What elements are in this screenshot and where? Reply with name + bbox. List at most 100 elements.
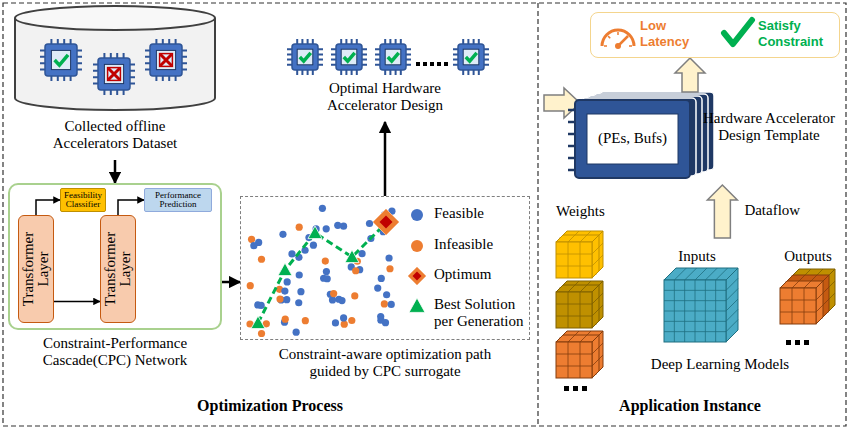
- model-tensors: [795, 340, 800, 345]
- result-icons: [604, 45, 607, 47]
- chip-icon: [55, 55, 68, 65]
- scatter-points: [246, 205, 395, 337]
- scatter-points: [288, 250, 295, 257]
- chip-stack: [568, 169, 575, 172]
- scatter-points: [319, 205, 326, 212]
- connector: [385, 122, 386, 196]
- chip-icon: [375, 39, 411, 75]
- optimization-path: [251, 209, 399, 329]
- chip-stack: [568, 92, 714, 178]
- connector: [222, 282, 240, 283]
- tensor-cube: [592, 359, 599, 366]
- scatter-points: [284, 278, 291, 285]
- legend-label: Feasible: [430, 205, 530, 222]
- chip-icon: [453, 39, 489, 75]
- chip-stack: [568, 145, 575, 148]
- scatter-points: [301, 247, 308, 254]
- tensor-cube: [568, 292, 569, 328]
- tensor-cube: [780, 281, 823, 324]
- scatter-points: [386, 265, 393, 272]
- scatter-points: [388, 301, 395, 308]
- tensor-cube: [556, 285, 599, 328]
- part-label: Outputs: [784, 248, 832, 265]
- part-label: Weights: [556, 203, 605, 220]
- chip-icon: [98, 58, 130, 90]
- chip-icon: [287, 39, 323, 75]
- model-tensors: [786, 340, 791, 345]
- database-cylinder: [15, 6, 215, 30]
- chip-icon: [331, 39, 367, 75]
- scatter-points: [352, 267, 359, 274]
- node-label: Satisfy Constraint: [758, 18, 838, 49]
- diagram-node: Constraint-aware optimization path guide…: [240, 196, 530, 385]
- result-icons: [608, 36, 610, 38]
- chip-icon: [466, 53, 477, 61]
- legend-label: Best Solution per Generation: [430, 296, 530, 329]
- tensor-cube: [592, 235, 599, 278]
- panel-border: [537, 3, 538, 426]
- scatter-points: [332, 319, 339, 326]
- block-arrow: [675, 58, 705, 92]
- tensor-cube: [556, 316, 592, 317]
- process-box: Transformer Layer: [100, 215, 136, 323]
- tensor-cube: [664, 331, 726, 332]
- node-label: Deep Learning Models: [640, 356, 800, 373]
- edge-label: Dataflow: [742, 202, 802, 219]
- legend-swatch: [413, 272, 422, 281]
- tensor-cube: [685, 268, 697, 280]
- scatter-points: [340, 314, 347, 321]
- tensor-cube: [568, 285, 575, 292]
- chip-icon: [380, 44, 406, 70]
- tensor-cube: [792, 288, 793, 324]
- tensor-cube: [580, 242, 581, 278]
- tensor-cube: [726, 289, 738, 301]
- scatter-points: [377, 313, 384, 320]
- part-label: Inputs: [678, 248, 716, 265]
- tensor-cube: [592, 285, 599, 328]
- chip-icon: [156, 50, 175, 69]
- scatter-points: [293, 329, 300, 336]
- chip-stack: [568, 157, 575, 160]
- tensor-cube: [726, 299, 738, 311]
- tensor-cube: [664, 268, 738, 342]
- scatter-points: [348, 317, 355, 324]
- legend-item: Infeasible: [406, 236, 530, 256]
- chip-icon: [385, 49, 401, 65]
- tensor-cube: [580, 285, 587, 292]
- chip-row: [416, 62, 420, 66]
- tensor-cube: [816, 281, 823, 324]
- connector: [36, 200, 60, 215]
- tensor-cube: [705, 268, 717, 280]
- panel-border: [3, 3, 846, 426]
- tensor-cube: [592, 335, 599, 378]
- scatter-points: [324, 275, 331, 282]
- scatter-points: [366, 220, 373, 227]
- connector: [118, 200, 144, 215]
- connector: [707, 185, 737, 238]
- scatter-points: [248, 236, 255, 243]
- scatter-points: [258, 302, 265, 309]
- tensor-cube: [592, 347, 599, 354]
- legend-label: Infeasible: [430, 236, 530, 253]
- chip-icon: [388, 53, 399, 61]
- node-label: Low Latency: [640, 18, 700, 49]
- scatter-points: [334, 222, 341, 229]
- tensor-cube: [726, 268, 738, 342]
- tensor-cube: [580, 292, 581, 328]
- tensor-cube: [804, 288, 805, 324]
- chip-icon: [336, 44, 362, 70]
- section-title: Optimization Process: [197, 397, 343, 415]
- tensor-cube: [556, 354, 592, 355]
- tensor-cube: [568, 342, 569, 378]
- chip-icon: [341, 49, 357, 65]
- connector: [54, 301, 100, 302]
- tensor-cube: [804, 281, 811, 288]
- panel-border: [3, 3, 846, 426]
- chip-icon: [344, 53, 355, 61]
- chip-stack: [575, 100, 690, 178]
- tensor-cube: [580, 335, 587, 342]
- node-label: Collected offline Accelerators Dataset: [35, 118, 195, 153]
- tensor-cube: [592, 259, 599, 266]
- tensor-cube: [715, 280, 716, 342]
- scatter-points: [296, 224, 303, 231]
